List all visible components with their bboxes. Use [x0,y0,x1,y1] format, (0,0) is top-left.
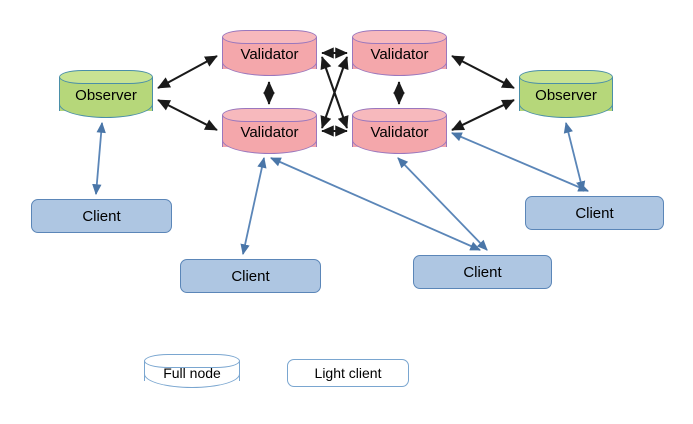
node-label: Client [575,204,614,222]
node-observer-right[interactable]: Observer [519,70,613,118]
edge-validator-top-right-observer-right [451,55,515,89]
edge-validator-bottom-right-client-bottom-right [397,157,488,251]
edge-validator-bottom-left-client-bottom-left [240,156,267,256]
node-client-right[interactable]: Client [525,196,664,230]
legend-label: Light client [314,365,382,381]
cylinder-top [352,30,447,44]
node-label: Client [463,263,502,281]
cylinder-top [352,108,447,122]
node-label: Client [231,267,270,285]
edge-observer-left-validator-bottom-left [157,99,218,131]
node-label: Validator [240,46,299,63]
node-client-bottom-left[interactable]: Client [180,259,321,293]
node-label: Observer [535,87,597,104]
node-label: Validator [370,124,429,141]
edge-validator-bottom-right-observer-right [451,99,515,131]
cylinder-top [222,108,317,122]
node-validator-bottom-left[interactable]: Validator [222,108,317,154]
legend-full-node: Full node [144,354,240,388]
node-label: Validator [370,46,429,63]
node-validator-top-right[interactable]: Validator [352,30,447,76]
edge-validator-bottom-left-client-bottom-right [270,157,481,251]
node-client-left[interactable]: Client [31,199,172,233]
node-validator-bottom-right[interactable]: Validator [352,108,447,154]
node-observer-left[interactable]: Observer [59,70,153,118]
cylinder-top [519,70,613,84]
legend-light-client: Light client [287,359,409,387]
cylinder-top [59,70,153,84]
cylinder-top [222,30,317,44]
cylinder-top [144,354,240,368]
edge-observer-right-client-right [563,121,586,193]
node-validator-top-left[interactable]: Validator [222,30,317,76]
node-label: Validator [240,124,299,141]
node-label: Client [82,207,121,225]
edge-observer-left-validator-top-left [157,55,218,89]
node-label: Observer [75,87,137,104]
node-client-bottom-right[interactable]: Client [413,255,552,289]
edge-validator-bottom-right-client-right [451,132,589,192]
legend-label: Full node [163,364,221,381]
edge-observer-left-client-left [92,121,106,196]
edge-validator-top-right-bottom-left [320,56,349,129]
